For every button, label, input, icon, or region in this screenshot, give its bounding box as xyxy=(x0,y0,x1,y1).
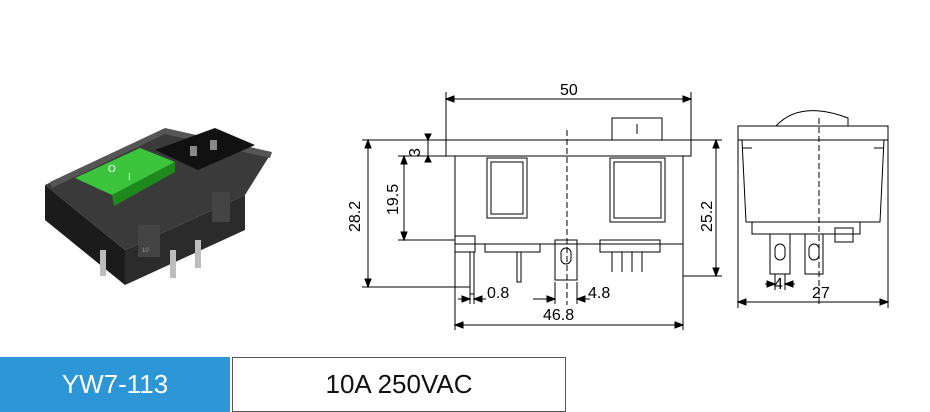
socket-pin-right xyxy=(210,140,217,150)
dim-28-2-label: 28.2 xyxy=(347,201,364,232)
side-clip-left xyxy=(138,225,160,257)
front-window-left-inner xyxy=(490,161,524,215)
socket-pin-left xyxy=(190,146,197,156)
dim-50-label: 50 xyxy=(560,82,578,99)
dim-19-5 xyxy=(398,154,455,242)
dim-27-label: 27 xyxy=(812,285,830,302)
front-window-left xyxy=(486,157,528,219)
footer-bar: YW7-113 10A 250VAC xyxy=(0,357,930,412)
dim-4-8-label: 4.8 xyxy=(588,285,610,302)
dim-50 xyxy=(444,92,693,140)
front-view xyxy=(445,117,692,305)
dim-28-2 xyxy=(362,138,470,289)
dim-3 xyxy=(420,133,446,163)
dim-4-8 xyxy=(533,282,590,304)
dim-25-2 xyxy=(683,138,722,278)
clip-label: 10 xyxy=(142,248,149,254)
dim-4 xyxy=(765,274,795,290)
rocker-switch-shade xyxy=(112,162,175,206)
front-terminal-3 xyxy=(554,239,578,281)
iec-socket xyxy=(155,128,255,170)
dim-46-8 xyxy=(453,244,685,330)
front-terminal-2 xyxy=(516,251,522,283)
side-flange xyxy=(737,125,889,141)
front-body xyxy=(454,155,684,245)
dim-27 xyxy=(736,140,890,308)
product-photo: I O 10 xyxy=(45,128,272,285)
front-terminal-3-hole xyxy=(560,247,572,265)
terminal-pin-3 xyxy=(195,240,201,268)
base-foot-mid xyxy=(484,243,541,253)
dim-46-8-label: 46.8 xyxy=(543,307,574,324)
side-terminal-3 xyxy=(834,227,854,243)
rocker-on-mark: I xyxy=(128,172,131,183)
dim-25-2-label: 25.2 xyxy=(699,201,716,232)
front-window-right xyxy=(609,157,666,223)
rocker-switch[interactable] xyxy=(75,148,175,195)
dim-0-8-label: 0.8 xyxy=(487,285,509,302)
front-flange xyxy=(445,139,692,157)
side-terminal-2 xyxy=(804,233,824,275)
base-foot-left xyxy=(454,235,476,253)
side-terminal-2-hole xyxy=(808,243,820,261)
base-foot-right xyxy=(599,239,661,253)
dim-19-5-label: 19.5 xyxy=(385,184,402,215)
dim-3-label: 3 xyxy=(407,148,424,157)
side-body xyxy=(741,139,885,223)
terminal-pin-2 xyxy=(170,250,176,278)
side-view xyxy=(737,110,889,305)
side-clip-right xyxy=(212,192,230,222)
front-switch-cap xyxy=(611,117,663,141)
side-rocker xyxy=(774,110,849,127)
dim-4-label: 4 xyxy=(774,276,783,293)
dim-0-8 xyxy=(458,294,486,304)
side-terminal-1-hole xyxy=(774,243,786,261)
model-number: YW7-113 xyxy=(0,357,230,412)
terminal-pin-1 xyxy=(100,250,106,276)
front-terminal-1 xyxy=(469,251,475,295)
rocker-off-mark: O xyxy=(108,164,116,175)
side-terminal-1 xyxy=(769,233,791,275)
front-window-right-inner xyxy=(613,161,662,219)
rating-label: 10A 250VAC xyxy=(232,357,566,412)
